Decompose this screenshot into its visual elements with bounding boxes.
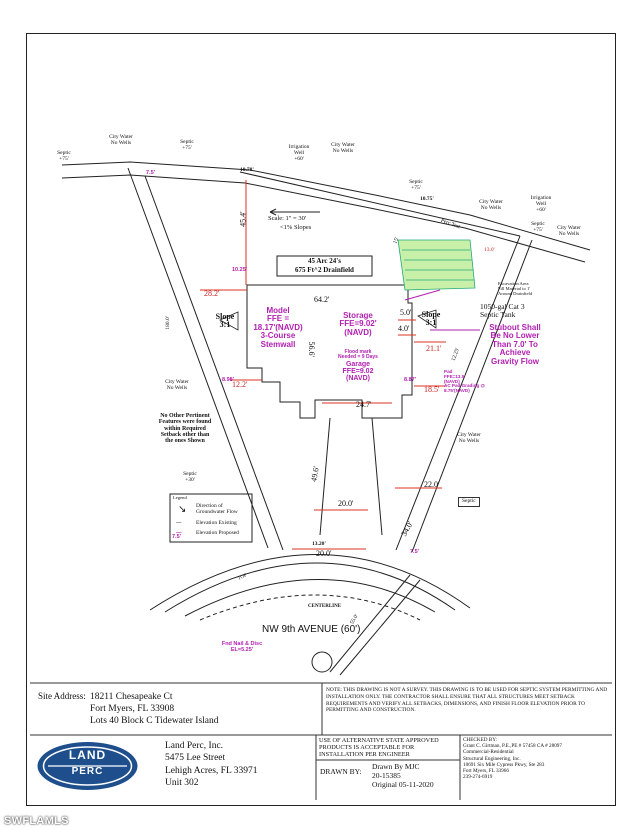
drawing-border — [26, 33, 616, 806]
survey-notice: NOTE: THIS DRAWING IS NOT A SURVEY. THIS… — [326, 687, 608, 714]
slope-left-label: Slope 3:1 — [215, 312, 235, 330]
mls-watermark: SWFLAMLS — [4, 815, 69, 827]
scale-label: Scale: 1" = 30' — [268, 215, 306, 222]
road-edge-top — [61, 161, 591, 251]
dim-24-7: 24.7' — [356, 400, 372, 409]
lot-line-right — [395, 235, 521, 551]
dim-22-0: 22.0' — [424, 480, 440, 489]
drawn-by-info: Drawn By MJC 20-15385 Original 05-11-202… — [372, 762, 434, 789]
drawn-by-label: DRAWN BY: — [320, 767, 362, 776]
flow-arrow-icon: ↘ — [178, 504, 187, 515]
culdesac-arc-1 — [149, 554, 471, 611]
dim-18-5: 18.5' — [424, 385, 440, 394]
driveway-right — [371, 417, 383, 536]
drainfield-line1: 45 Arc 24's — [308, 257, 341, 265]
drainfield — [397, 239, 476, 291]
neighbor-septic-topleft: Septic+75' — [57, 150, 71, 162]
centerline — [199, 594, 421, 621]
elev-10-78: 10.78' — [240, 167, 254, 173]
dim-21-1: 21.1' — [426, 344, 442, 353]
no-other-features-note: No Other Pertinent Features were found w… — [158, 413, 212, 445]
scale-arrow — [269, 208, 320, 216]
logo-text-top: LAND — [68, 748, 107, 762]
legend-item-proposed: Elevation Proposed — [196, 530, 239, 536]
elev-7-5-b: 7.5' — [172, 534, 181, 540]
culdesac-arc-2 — [164, 562, 456, 613]
lot-line-left-2 — [144, 175, 284, 551]
dim-4-0: 4.0' — [398, 324, 410, 333]
pad-grading-note: Pad FFE=13.5' (NAVD) AC Pad Grading @ 8.… — [444, 369, 485, 394]
legend-title: Legend — [173, 495, 187, 500]
dim-20-0-b: 20.0' — [316, 549, 332, 558]
neighbor-septic-top2: Septic+75' — [180, 139, 194, 151]
street-name: NW 9th AVENUE (60') — [262, 624, 361, 635]
elev-10-25: 10.25' — [232, 267, 248, 273]
alternative-products-note: USE OF ALTERNATIVE STATE APPROVED PRODUC… — [319, 737, 439, 759]
road-bottom — [329, 574, 411, 673]
elev-8-98: 8.98' — [222, 377, 235, 383]
legend-item-flow: Direction of Groundwater Flow — [196, 503, 238, 515]
slopes-note: <1% Slopes — [280, 224, 312, 231]
storage-label: Storage FFE=9.02' (NAVD) — [339, 311, 377, 337]
elevation-existing-icon: — — [176, 520, 182, 526]
dim-64-2: 64.2' — [314, 295, 330, 304]
stubout-note: Stubout Shall Be No Lower Than 7.0' To A… — [489, 323, 541, 366]
dim-28-2: 28.2' — [204, 289, 220, 298]
garage-label: Flood mark Needed = 9 Days Garage FFE=9.… — [338, 349, 378, 383]
drainfield-title-box — [276, 255, 373, 277]
site-address: 18211 Chesapeake Ct Fort Myers, FL 33908… — [90, 692, 219, 726]
driveway-left — [319, 417, 331, 536]
centerline-label: CENTERLINE — [308, 604, 342, 609]
drainfield-line2: 675 Ft^2 Drainfield — [295, 266, 354, 274]
road-bottom-2 — [339, 579, 421, 676]
land-perc-logo — [37, 742, 138, 790]
model-label: Model FFE = 18.17'(NAVD) 3-Course Stemwa… — [253, 306, 303, 349]
dim-5-0: 5.0' — [400, 308, 412, 317]
elev-7-5-c: 7.5' — [410, 549, 419, 555]
dim-12-2: 12.2' — [232, 380, 248, 389]
logo-text-bottom: PERC — [71, 766, 104, 777]
company-address: Land Perc, Inc. 5475 Lee Street Lehigh A… — [165, 741, 258, 789]
elevation-proposed-icon: — — [176, 530, 182, 536]
legend-item-existing: Elevation Existing — [196, 520, 237, 526]
site-address-label: Site Address: — [38, 691, 86, 701]
fnd-nail-label: Fnd Nail & Disc EL=5.25' — [221, 641, 263, 653]
road-edge-top-2 — [61, 174, 586, 263]
dim-20-0-a: 20.0' — [338, 499, 354, 508]
fnd-nail-circle — [311, 651, 333, 673]
neighbor-septic-left: Septic+30' — [183, 471, 197, 483]
excavation-note: Excavation Area Fill Material to 1' Arou… — [498, 281, 533, 296]
lot-line-left — [127, 167, 269, 549]
house-outline — [246, 284, 413, 419]
neighbor-septic-topright: Septic+75' — [409, 179, 423, 191]
septic-tank-label: 1050-gal Cat 3 Septic Tank — [480, 302, 525, 319]
checked-by-info: CHECKED BY: Grant C. Girtman, P.E.,PE # … — [463, 737, 562, 781]
elev-10-75: 10.75' — [420, 196, 434, 202]
elev-13-20: 13.20' — [312, 541, 326, 547]
dim-13-0: 13.0' — [484, 247, 495, 253]
elev-8-87: 8.87' — [404, 377, 417, 383]
property-line-top — [239, 171, 521, 237]
legend-box — [169, 493, 253, 543]
neighbor-septic-bottom-right: Septic — [458, 497, 480, 507]
elev-7-5-a: 7.5' — [146, 170, 155, 176]
slope-right-label: Slope 3:1 — [421, 310, 441, 328]
neighbor-septic-right: Septic+75' — [531, 221, 545, 233]
lot-line-right-2 — [411, 239, 533, 553]
